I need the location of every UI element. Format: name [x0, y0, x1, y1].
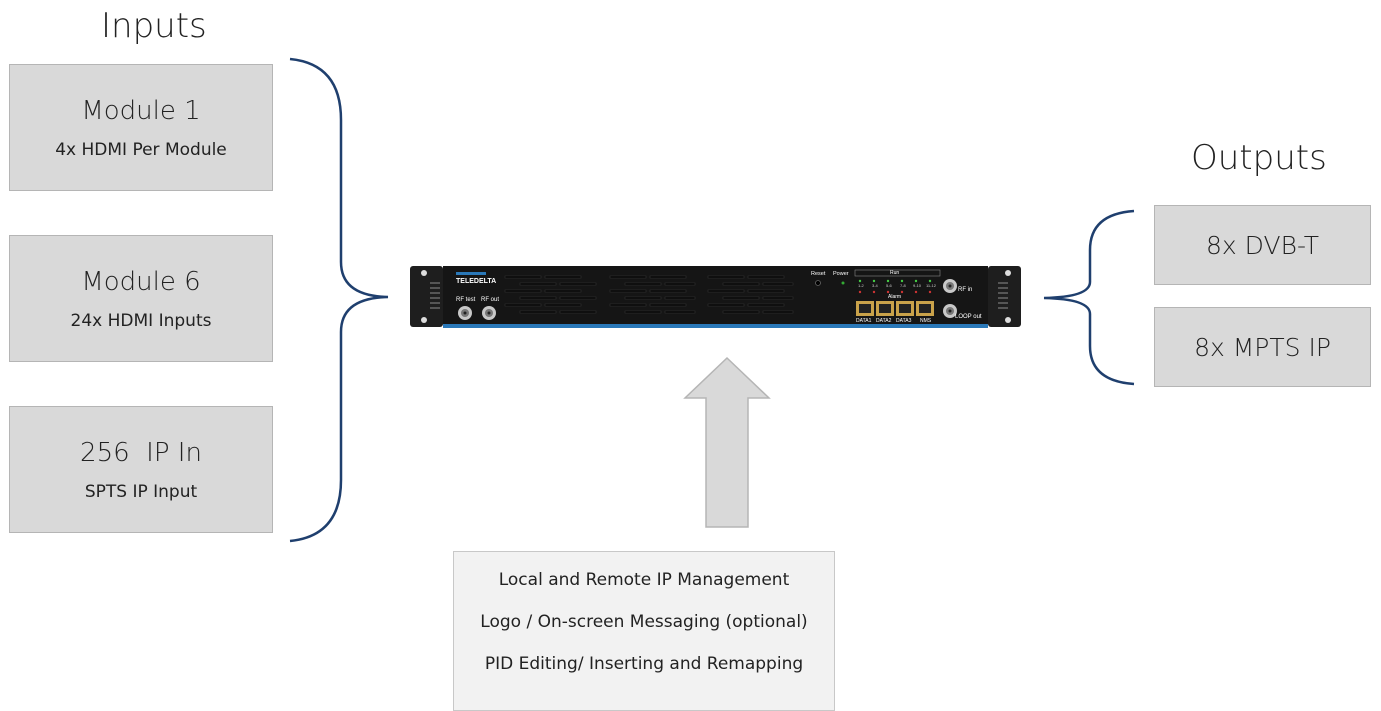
output-box-dvb-t: 8x DVB-T [1154, 205, 1371, 285]
input-box-subtitle: 4x HDMI Per Module [55, 139, 227, 160]
rf-test-connector [458, 306, 472, 320]
input-box-subtitle: 24x HDMI Inputs [70, 310, 212, 331]
channel-label: 11-12 [926, 283, 937, 288]
outputs-heading: Outputs [1191, 138, 1327, 178]
loop-out-label: LOOP out [955, 314, 982, 320]
input-box-title: 256 IP In [80, 437, 202, 468]
channel-leds [858, 279, 932, 294]
encoder-device: TELEDELTA RF test RF out [410, 266, 1021, 328]
feature-line: Local and Remote IP Management [498, 570, 790, 590]
power-label: Power [833, 271, 849, 277]
data2-label: DATA2 [876, 318, 892, 324]
rf-in-connector [943, 279, 957, 293]
power-led [841, 281, 845, 285]
up-arrow [683, 356, 771, 528]
data3-label: DATA3 [896, 318, 912, 324]
inputs-brace [289, 57, 389, 543]
channel-label: 3-4 [872, 283, 879, 288]
rf-out-label: RF out [481, 297, 499, 303]
loop-out-connector [943, 304, 957, 318]
input-box-subtitle: SPTS IP Input [84, 481, 198, 502]
input-box-module-1: Module 1 4x HDMI Per Module [9, 64, 273, 191]
management-features-box: Local and Remote IP Management Logo / On… [453, 551, 835, 711]
rf-test-label: RF test [456, 297, 476, 303]
channel-label: 5-6 [886, 283, 893, 288]
rf-out-connector [482, 306, 496, 320]
channel-label: 1-2 [858, 283, 865, 288]
output-box-title: 8x MPTS IP [1194, 332, 1331, 362]
output-box-title: 8x DVB-T [1206, 230, 1319, 260]
data1-label: DATA1 [856, 318, 872, 324]
run-label: Run [890, 270, 899, 276]
channel-label: 9-10 [913, 283, 922, 288]
input-box-ip-in: 256 IP In SPTS IP Input [9, 406, 273, 533]
feature-line: Logo / On-screen Messaging (optional) [480, 612, 808, 632]
vent-slots [504, 275, 794, 314]
channel-label: 7-8 [900, 283, 907, 288]
input-box-title: Module 6 [81, 266, 201, 297]
input-box-title: Module 1 [81, 95, 201, 126]
input-box-module-6: Module 6 24x HDMI Inputs [9, 235, 273, 362]
output-box-mpts-ip: 8x MPTS IP [1154, 307, 1371, 387]
reset-label: Reset [811, 271, 826, 277]
nms-label: NMS [920, 318, 932, 324]
inputs-heading: Inputs [101, 6, 207, 46]
brand-logo: TELEDELTA [456, 278, 496, 285]
feature-line: PID Editing/ Inserting and Remapping [484, 654, 804, 674]
ethernet-ports [856, 301, 934, 316]
rf-in-label: RF in [958, 287, 972, 293]
alarm-label: Alarm [888, 294, 901, 300]
reset-button [815, 280, 821, 286]
outputs-brace [1043, 209, 1135, 386]
